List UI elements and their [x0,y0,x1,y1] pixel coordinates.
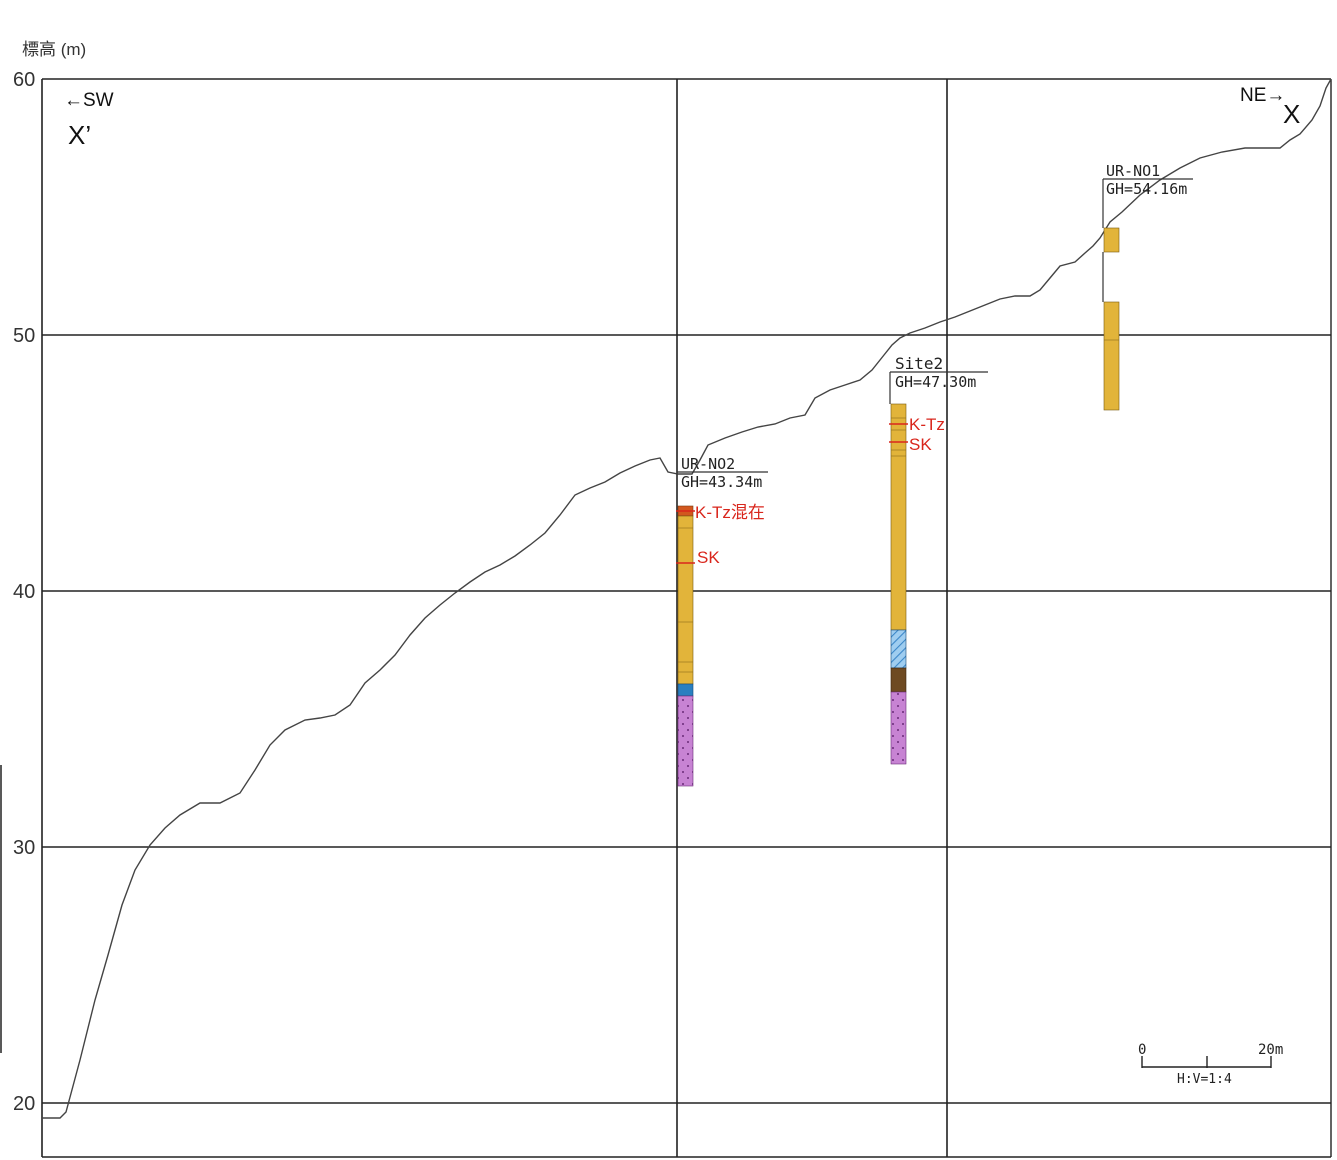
scale-end: 20m [1258,1042,1283,1058]
layer-yellow-upper [1103,227,1120,253]
layer-hatched-blue [890,629,907,669]
layer-yellow [677,515,694,685]
y-tick-60: 60 [13,69,35,91]
scale-bar: 0 20m H:V=1:4 [1138,1042,1283,1087]
ground-height: GH=54.16m [1106,180,1187,198]
scale-start: 0 [1138,1042,1146,1058]
y-tick-30: 30 [13,837,35,859]
annotation-ktz: K-Tz [909,415,945,434]
borehole-name: UR-NO2 [681,455,735,473]
borehole-ur-no2: UR-NO2 GH=43.34m K-Tz混在 SK [676,455,768,787]
layer-yellow [890,403,907,631]
ground-height: GH=47.30m [895,373,976,391]
vertical-gridlines [676,79,948,1157]
ground-surface-line [42,78,1332,1119]
ground-height: GH=43.34m [681,473,762,491]
layer-brown [890,667,907,693]
borehole-site2: Site2 GH=47.30m K-Tz SK [889,354,988,765]
y-tick-20: 20 [13,1093,35,1115]
y-tick-40: 40 [13,581,35,603]
y-axis-label: 標高 (m) [22,40,86,59]
layer-purple-dotted [677,695,694,787]
layer-blue [677,683,694,697]
annotation-sk: SK [697,548,720,567]
y-tick-50: 50 [13,325,35,347]
scale-ratio: H:V=1:4 [1177,1072,1232,1087]
annotation-sk: SK [909,435,932,454]
plot-frame [41,78,1332,1158]
borehole-name: UR-NO1 [1106,162,1160,180]
layer-purple-dotted [890,691,907,765]
borehole-ur-no1: UR-NO1 GH=54.16m [1102,162,1193,411]
direction-ne: NE→ [1240,85,1285,106]
section-end-left: X’ [68,120,91,150]
borehole-name: Site2 [895,354,943,373]
annotation-ktz-mixed: K-Tz混在 [695,503,765,522]
layer-yellow-lower [1103,301,1120,411]
direction-sw: ←SW [64,90,114,111]
section-end-right: X [1283,99,1300,129]
